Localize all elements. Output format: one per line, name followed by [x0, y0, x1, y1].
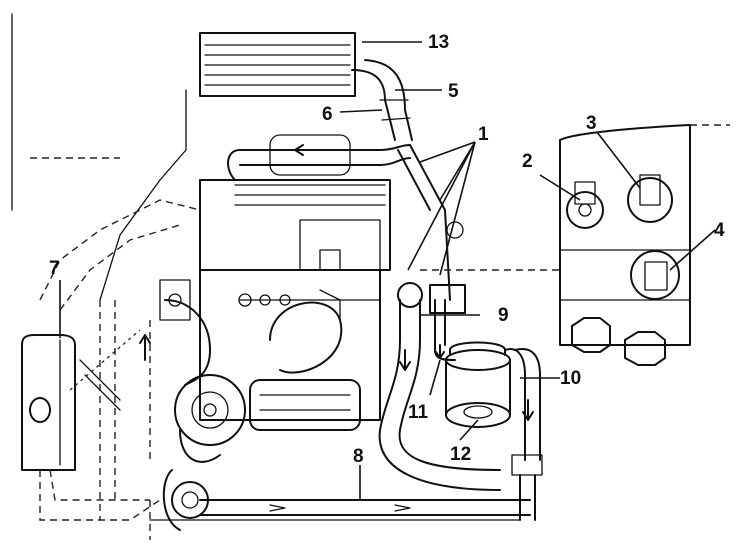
- callout-8: 8: [353, 446, 364, 467]
- callout-7: 7: [49, 258, 60, 279]
- filter-canister: [445, 341, 543, 476]
- engine-block: [199, 179, 391, 431]
- lower-coolant-pipe: [162, 469, 536, 531]
- callout-labels: 13 5 6 1 2 3 4 7 8 9 10 11 12: [49, 32, 725, 467]
- callout-1: 1: [478, 124, 489, 145]
- callout-9: 9: [498, 305, 509, 326]
- callout-5: 5: [448, 81, 459, 102]
- callout-3: 3: [586, 113, 597, 134]
- return-hoses: [378, 299, 501, 491]
- body-panel-outline: [11, 13, 521, 540]
- callout-6: 6: [322, 104, 333, 125]
- callout-10: 10: [560, 368, 581, 389]
- callout-4: 4: [714, 220, 725, 241]
- heater-hoses: [351, 59, 413, 141]
- leader-lines: [59, 41, 716, 500]
- sensor-panel: [420, 124, 730, 366]
- bleed-lines: [69, 300, 151, 520]
- expansion-tank: [21, 334, 161, 521]
- heater-core: [199, 32, 356, 97]
- callout-11: 11: [408, 402, 429, 423]
- water-pump: [159, 279, 246, 463]
- upper-coolant-pipe: [227, 134, 411, 181]
- callout-12: 12: [450, 444, 471, 465]
- callout-13: 13: [428, 32, 449, 53]
- callout-2: 2: [522, 151, 533, 172]
